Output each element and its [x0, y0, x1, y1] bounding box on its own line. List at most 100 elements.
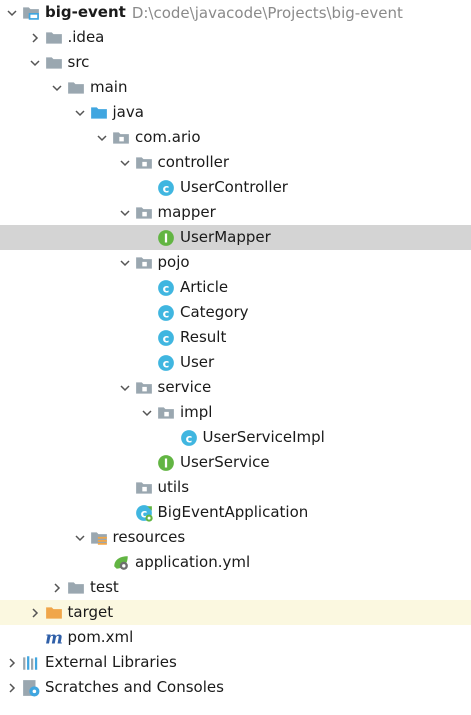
java-interface-icon — [157, 454, 175, 472]
tree-item-label: big-event — [45, 3, 126, 21]
folder-icon — [67, 79, 85, 97]
chevron-down-icon[interactable] — [117, 255, 133, 271]
source-folder-icon — [90, 104, 108, 122]
svg-text:c: c — [185, 432, 192, 445]
tree-item-label: main — [90, 78, 128, 96]
java-class-icon: c — [157, 179, 175, 197]
chevron-down-icon[interactable] — [117, 205, 133, 221]
tree-item-java[interactable]: java — [0, 100, 471, 125]
tree-item-label: controller — [157, 153, 230, 171]
tree-item-label: pom.xml — [67, 628, 134, 646]
package-icon — [135, 204, 153, 222]
chevron-down-icon[interactable] — [94, 130, 110, 146]
java-class-icon: c — [157, 279, 175, 297]
chevron-down-icon[interactable] — [117, 380, 133, 396]
chevron-down-icon[interactable] — [139, 405, 155, 421]
chevron-down-icon[interactable] — [72, 530, 88, 546]
package-icon — [157, 404, 175, 422]
spring-boot-app-icon: c — [135, 504, 153, 522]
folder-icon — [45, 54, 63, 72]
tree-item-userserviceimpl[interactable]: c UserServiceImpl — [0, 425, 471, 450]
tree-item-label: test — [90, 578, 119, 596]
tree-item-label: mapper — [157, 203, 216, 221]
tree-item-service[interactable]: service — [0, 375, 471, 400]
scratches-icon — [22, 679, 40, 697]
tree-item-category[interactable]: c Category — [0, 300, 471, 325]
chevron-right-icon[interactable] — [4, 655, 20, 671]
svg-text:c: c — [163, 282, 170, 295]
tree-item-controller[interactable]: controller — [0, 150, 471, 175]
tree-item-main[interactable]: main — [0, 75, 471, 100]
tree-item-label: Category — [180, 303, 249, 321]
java-class-icon: c — [157, 304, 175, 322]
tree-item-src[interactable]: src — [0, 50, 471, 75]
tree-item-pojo[interactable]: pojo — [0, 250, 471, 275]
tree-item-label: utils — [157, 478, 190, 496]
tree-item-application-yml[interactable]: application.yml — [0, 550, 471, 575]
chevron-right-icon[interactable] — [27, 605, 43, 621]
package-icon — [135, 379, 153, 397]
package-icon — [135, 154, 153, 172]
chevron-down-icon[interactable] — [72, 105, 88, 121]
tree-item-label: .idea — [67, 28, 105, 46]
chevron-down-icon[interactable] — [27, 55, 43, 71]
tree-item-label: resources — [112, 528, 186, 546]
resources-folder-icon — [90, 529, 108, 547]
svg-text:c: c — [140, 507, 147, 520]
excluded-folder-icon — [45, 604, 63, 622]
tree-item-com-ario[interactable]: com.ario — [0, 125, 471, 150]
java-class-icon: c — [180, 429, 198, 447]
tree-item-test[interactable]: test — [0, 575, 471, 600]
tree-item-label: User — [180, 353, 215, 371]
tree-item-usermapper[interactable]: UserMapper — [0, 225, 471, 250]
maven-icon: m — [45, 629, 63, 647]
yaml-config-icon — [112, 554, 130, 572]
tree-item-label: target — [67, 603, 114, 621]
tree-item-idea[interactable]: .idea — [0, 25, 471, 50]
tree-item-result[interactable]: c Result — [0, 325, 471, 350]
tree-item-label: pojo — [157, 253, 190, 271]
tree-item-impl[interactable]: impl — [0, 400, 471, 425]
tree-item-article[interactable]: c Article — [0, 275, 471, 300]
libraries-icon — [22, 654, 40, 672]
tree-item-label: UserController — [180, 178, 288, 196]
tree-item-label: External Libraries — [45, 653, 177, 671]
project-path: D:\code\javacode\Projects\big-event — [131, 3, 403, 22]
tree-item-label: UserServiceImpl — [202, 428, 325, 446]
tree-item-big-event[interactable]: big-event D:\code\javacode\Projects\big-e… — [0, 0, 471, 25]
project-folder-icon — [22, 4, 40, 22]
tree-item-resources[interactable]: resources — [0, 525, 471, 550]
java-class-icon: c — [157, 329, 175, 347]
tree-item-label: Article — [180, 278, 229, 296]
tree-item-label: application.yml — [135, 553, 251, 571]
tree-item-label: java — [112, 103, 144, 121]
chevron-down-icon[interactable] — [117, 155, 133, 171]
tree-item-scratches-and-consoles[interactable]: Scratches and Consoles — [0, 675, 471, 700]
svg-text:c: c — [163, 332, 170, 345]
package-icon — [135, 254, 153, 272]
chevron-right-icon[interactable] — [27, 30, 43, 46]
tree-item-external-libraries[interactable]: External Libraries — [0, 650, 471, 675]
folder-icon — [45, 29, 63, 47]
chevron-right-icon[interactable] — [4, 680, 20, 696]
chevron-right-icon[interactable] — [49, 580, 65, 596]
tree-item-label: BigEventApplication — [157, 503, 309, 521]
tree-item-target[interactable]: target — [0, 600, 471, 625]
tree-item-label: com.ario — [135, 128, 201, 146]
tree-item-label: impl — [180, 403, 213, 421]
tree-item-utils[interactable]: utils — [0, 475, 471, 500]
tree-item-usercontroller[interactable]: c UserController — [0, 175, 471, 200]
tree-item-label: Result — [180, 328, 227, 346]
tree-item-bigeventapplication[interactable]: c BigEventApplication — [0, 500, 471, 525]
tree-item-mapper[interactable]: mapper — [0, 200, 471, 225]
chevron-down-icon[interactable] — [4, 5, 20, 21]
folder-icon — [67, 579, 85, 597]
tree-item-label: UserService — [180, 453, 270, 471]
tree-item-userservice[interactable]: UserService — [0, 450, 471, 475]
chevron-down-icon[interactable] — [49, 80, 65, 96]
package-icon — [135, 479, 153, 497]
tree-item-label: service — [157, 378, 212, 396]
